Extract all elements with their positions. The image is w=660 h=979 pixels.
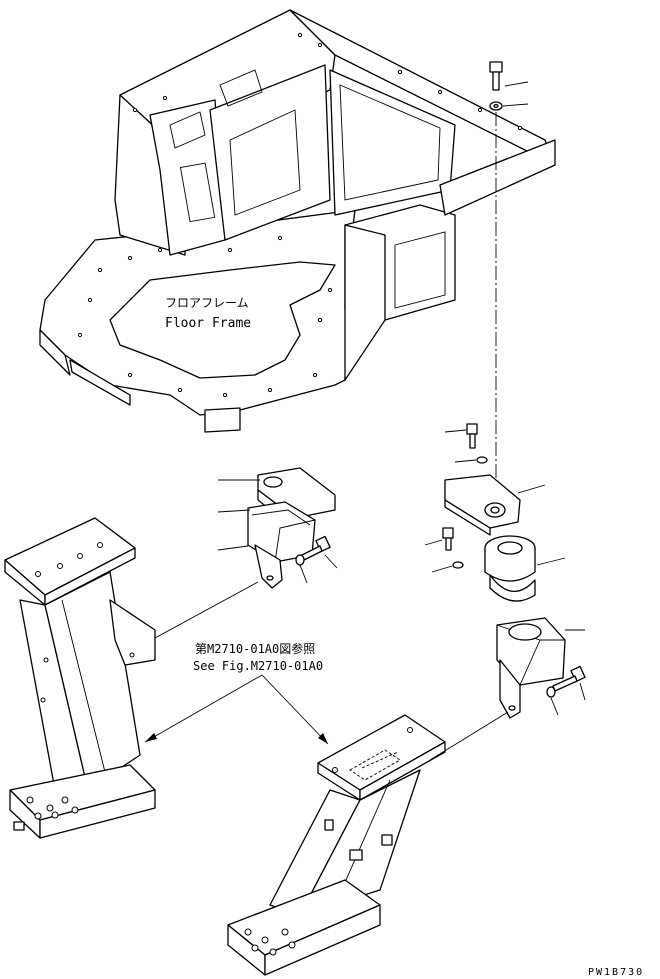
washer-icon [476,456,488,464]
right-pedestal [227,714,446,976]
left-mount-assembly [217,467,338,589]
washer-icon [546,686,556,698]
floor-frame-label-en: Floor Frame [165,316,251,331]
rubber-mount-icon [484,535,536,602]
see-fig-label-jp: 第M2710-01A0図参照 [195,641,315,656]
washer-icon [452,561,464,569]
rubber-mount-icon [247,501,316,563]
see-fig-label-en: See Fig.M2710-01A0 [193,659,323,673]
hex-bolt-icon [299,535,331,562]
hex-bolt-icon [442,527,454,551]
floor-frame: フロアフレーム Floor Frame [39,9,556,433]
right-mount-assembly [424,423,586,719]
drawing-code: PW1B730 [588,967,644,978]
hex-bolt-icon [489,61,503,91]
washer-icon [489,101,503,111]
reference-callout: 第M2710-01A0図参照 See Fig.M2710-01A0 [144,581,509,761]
floor-frame-label-jp: フロアフレーム [165,296,249,310]
upper-bolt-group [489,61,529,500]
left-pedestal [4,517,156,839]
hex-bolt-icon [466,423,478,449]
washer-icon [295,554,305,566]
